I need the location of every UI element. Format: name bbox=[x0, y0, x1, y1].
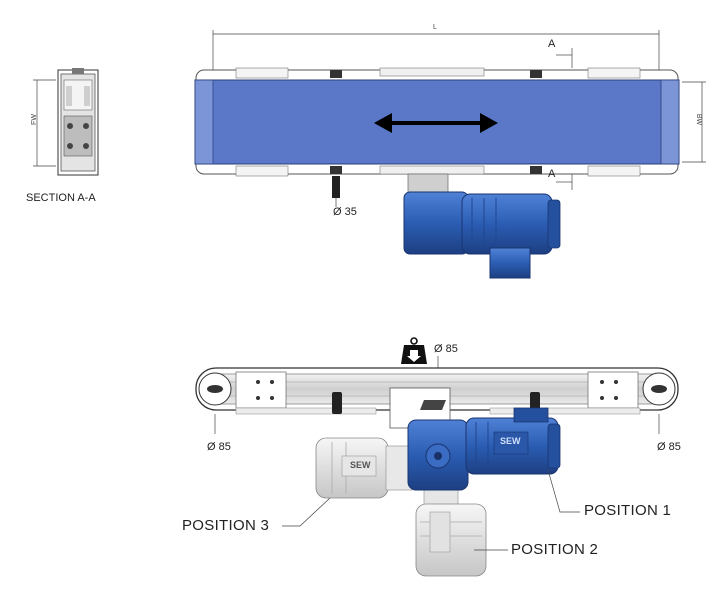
pulley-diameter-right: Ø 85 bbox=[657, 441, 681, 453]
section-caption: SECTION A-A bbox=[26, 192, 96, 204]
drive-motor-top bbox=[403, 173, 561, 279]
support-diameter-label: Ø 35 bbox=[333, 206, 357, 218]
side-view bbox=[195, 337, 679, 577]
dim-fw-label: FW bbox=[30, 114, 38, 125]
motor-brand-plate-3: SEW bbox=[350, 460, 371, 470]
motor-position-3 bbox=[315, 437, 413, 499]
gearbox bbox=[407, 419, 469, 491]
motor-brand-plate-1: SEW bbox=[500, 436, 521, 446]
section-a-a-view bbox=[33, 68, 99, 176]
top-view bbox=[194, 30, 706, 279]
section-marker-bottom: A bbox=[548, 168, 556, 180]
pulley-diameter-left: Ø 85 bbox=[207, 441, 231, 453]
weight-icon bbox=[401, 337, 427, 364]
motor-position-1 bbox=[465, 407, 561, 475]
motor-position-2 bbox=[415, 485, 487, 577]
motor-position-2-label: POSITION 2 bbox=[511, 541, 599, 558]
dim-length-label: L bbox=[433, 24, 437, 31]
double-arrow-icon bbox=[374, 113, 498, 133]
motor-position-3-label: POSITION 3 bbox=[182, 517, 270, 534]
pulley-diameter-top: Ø 85 bbox=[434, 343, 458, 355]
section-marker-top: A bbox=[548, 38, 556, 50]
dim-bw-label: BW bbox=[695, 113, 703, 126]
motor-position-1-label: POSITION 1 bbox=[584, 502, 672, 519]
